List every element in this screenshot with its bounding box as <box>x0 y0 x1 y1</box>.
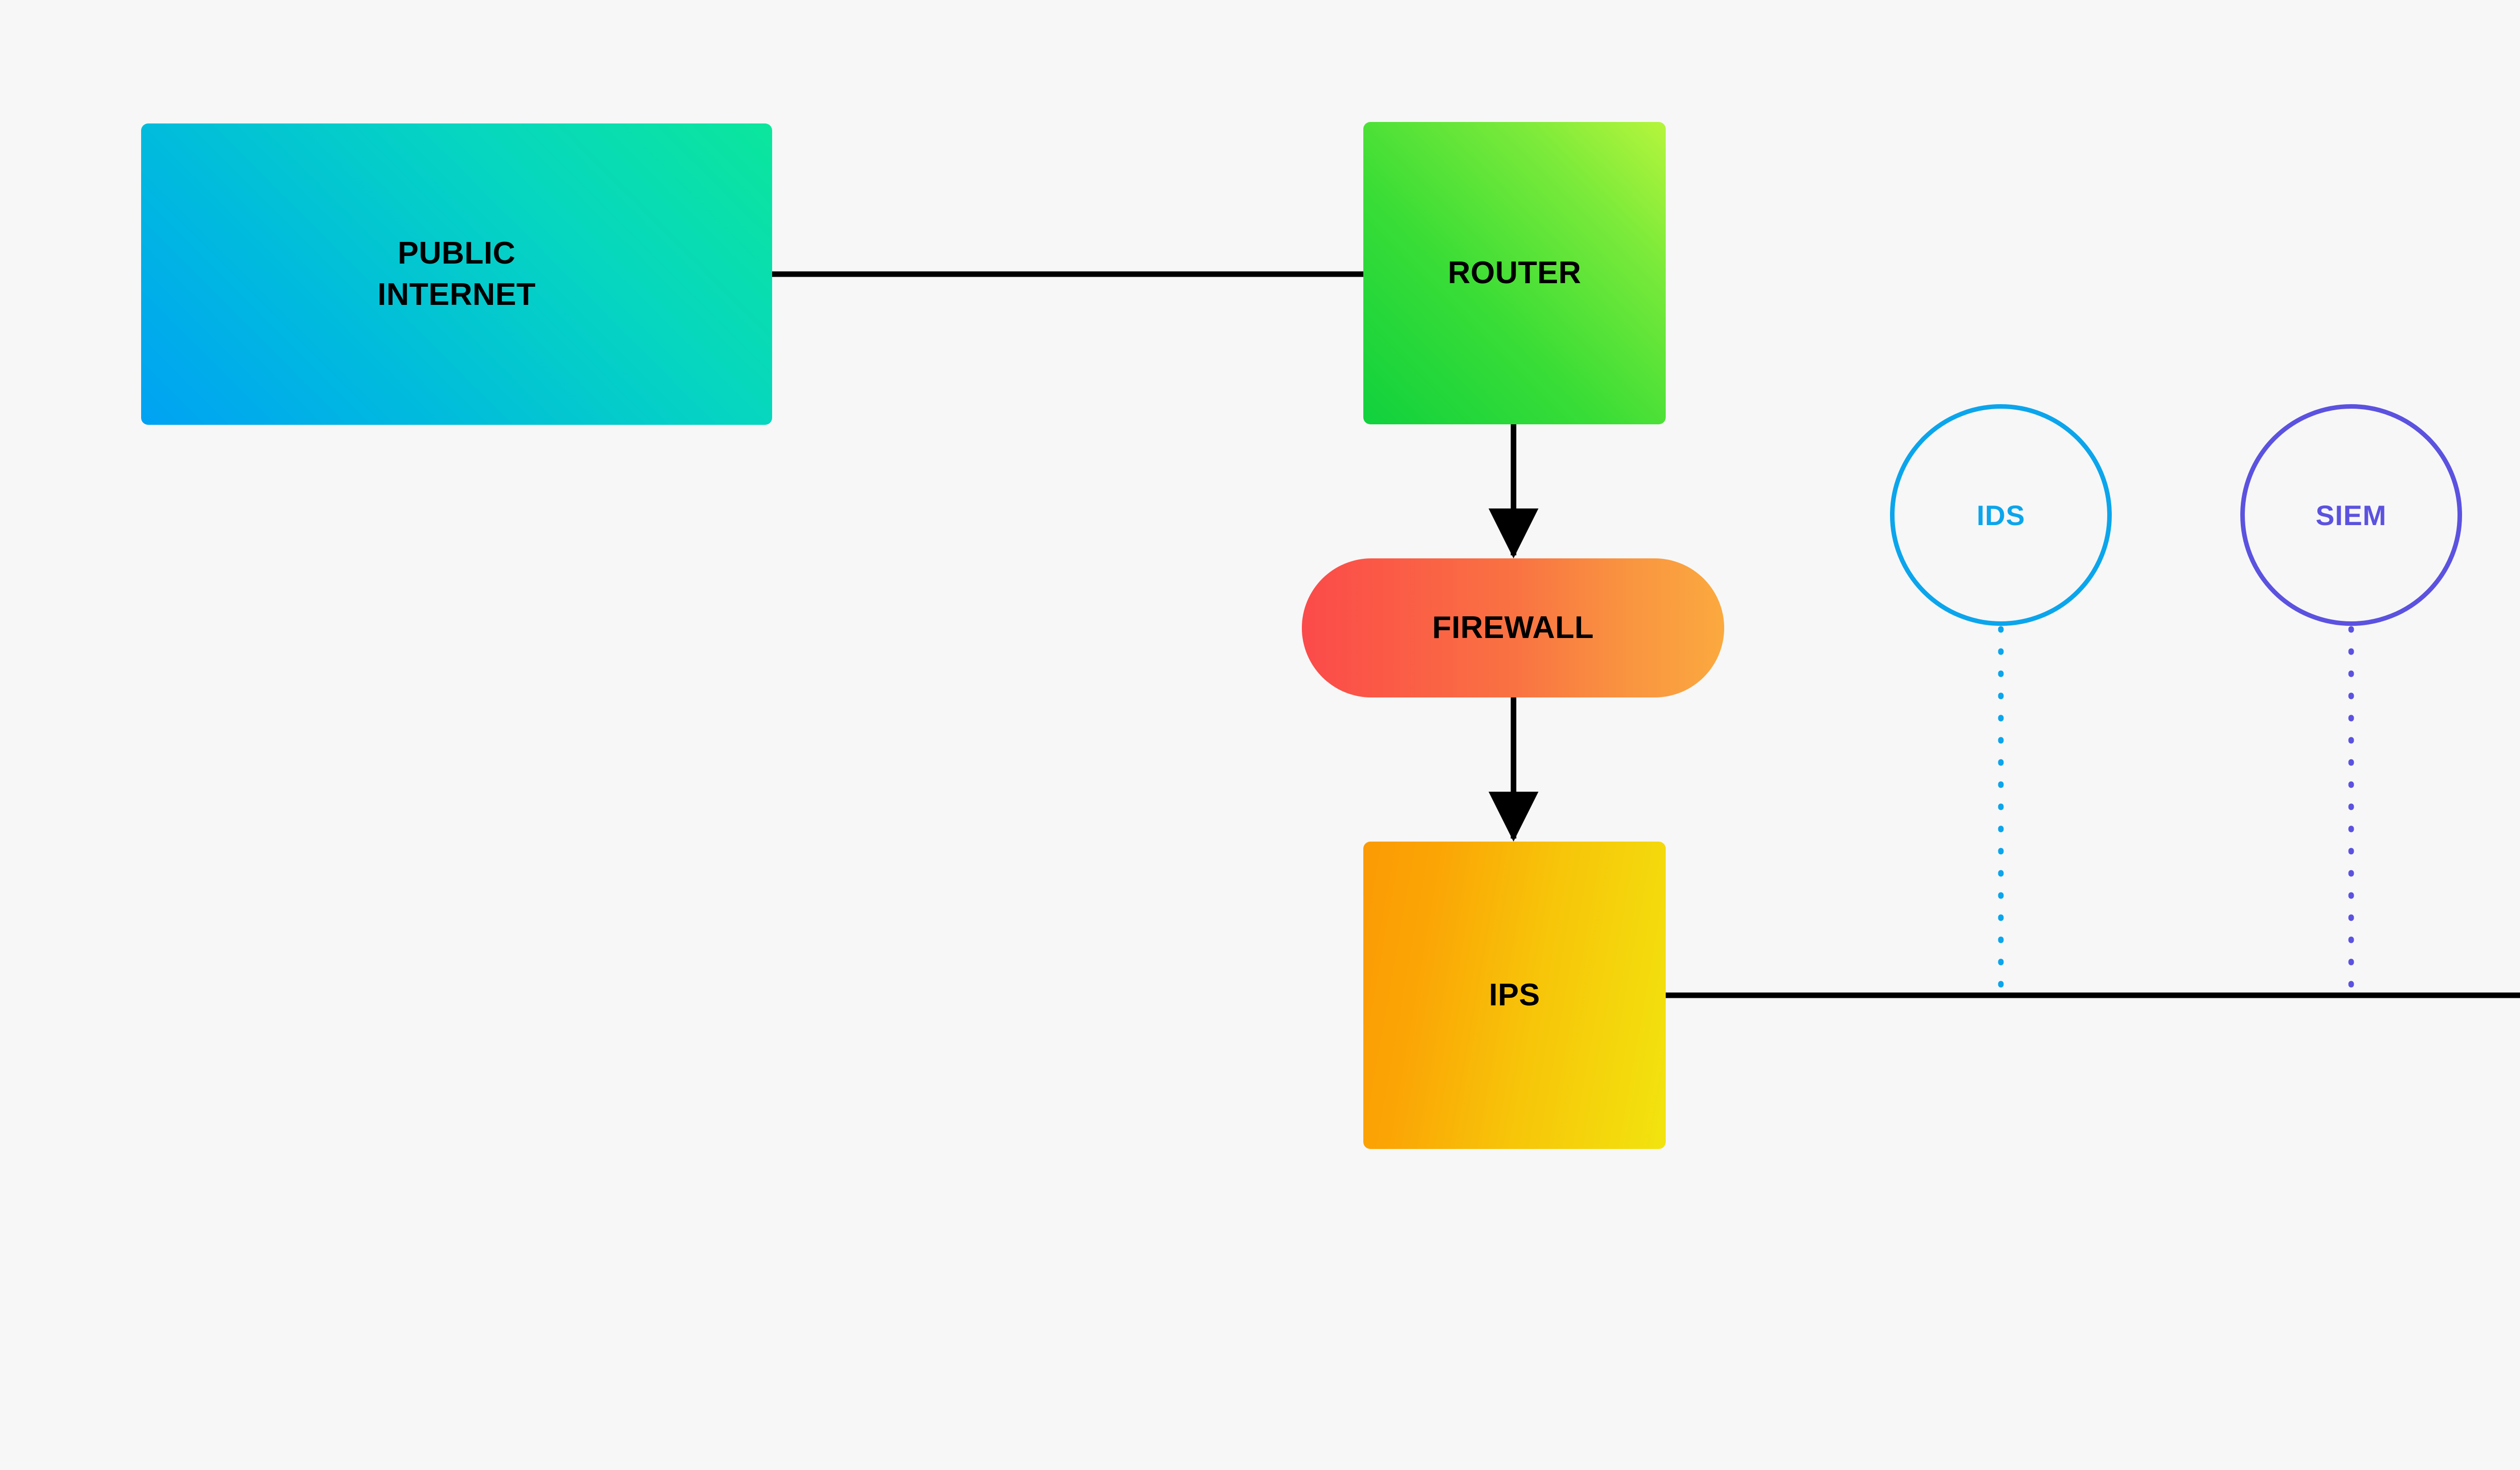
node-firewall-label: FIREWALL <box>1432 610 1594 646</box>
node-public-internet-label: PUBLIC INTERNET <box>377 236 536 312</box>
node-router-label: ROUTER <box>1447 255 1582 291</box>
node-router[interactable]: ROUTER <box>1363 122 1666 424</box>
node-firewall[interactable]: FIREWALL <box>1302 558 1724 697</box>
node-ids[interactable]: IDS <box>1890 404 2112 626</box>
node-siem-label: SIEM <box>2315 499 2387 531</box>
node-ids-label: IDS <box>1976 499 2026 531</box>
node-public-internet[interactable]: PUBLIC INTERNET <box>141 123 772 425</box>
node-ips-label: IPS <box>1489 978 1540 1013</box>
node-siem[interactable]: SIEM <box>2240 404 2462 626</box>
node-ips[interactable]: IPS <box>1363 842 1666 1149</box>
